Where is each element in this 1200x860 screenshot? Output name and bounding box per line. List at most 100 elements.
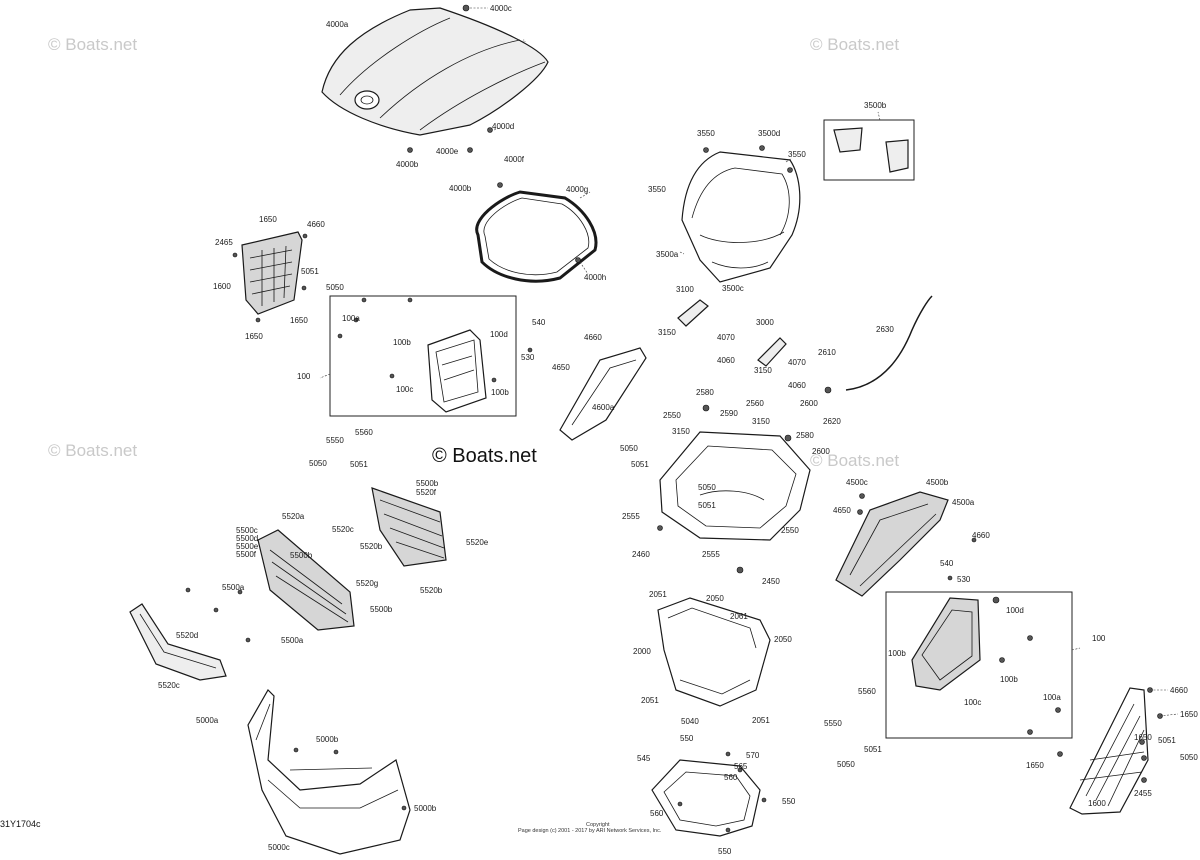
part-bracket-frame-left <box>427 329 487 413</box>
part-label: 100b <box>1000 675 1018 684</box>
part-label: 2000 <box>633 647 651 656</box>
part-label: 5050 <box>698 483 716 492</box>
part-label: 100a <box>342 314 360 323</box>
part-label: 5550 <box>326 436 344 445</box>
part-label: 2465 <box>215 238 233 247</box>
part-label: 100b <box>888 649 906 658</box>
part-label: 5051 <box>1158 736 1176 745</box>
part-label: 5050 <box>309 459 327 468</box>
part-label: 5520b <box>420 586 443 595</box>
part-label: 100d <box>1006 606 1024 615</box>
part-label: 5520e <box>466 538 489 547</box>
part-label: 5040 <box>681 717 699 726</box>
part-label: 4660 <box>972 531 990 540</box>
part-label: 2580 <box>796 431 814 440</box>
part-label: 2550 <box>663 411 681 420</box>
part-label: 2051 <box>641 696 659 705</box>
part-label: 1650 <box>290 316 308 325</box>
part-label: 4000f <box>504 155 525 164</box>
part-label: 1600 <box>213 282 231 291</box>
part-label: 5050 <box>1180 753 1198 762</box>
part-label: 4000e <box>436 147 459 156</box>
part-label: 3150 <box>672 427 690 436</box>
leader-lines <box>319 7 1179 717</box>
part-label: 2555 <box>702 550 720 559</box>
part-label: 3150 <box>754 366 772 375</box>
part-body-frame <box>659 431 811 541</box>
part-trim-5520c <box>129 603 227 681</box>
part-label: 5520g <box>356 579 378 588</box>
part-front-fascia <box>247 689 411 855</box>
part-label: 1600 <box>1088 799 1106 808</box>
part-label: 4000b <box>396 160 419 169</box>
part-label: 5050 <box>620 444 638 453</box>
part-label: 550 <box>718 847 732 856</box>
part-label: 5050 <box>837 760 855 769</box>
part-label: 100a <box>1043 693 1061 702</box>
part-clip-3500b <box>833 127 909 173</box>
part-label: 2555 <box>622 512 640 521</box>
part-label: 5000b <box>316 735 339 744</box>
part-label: 3150 <box>752 417 770 426</box>
part-side-panel-right <box>835 491 949 597</box>
hardware-fasteners <box>185 4 1163 833</box>
part-label: 4000g <box>566 185 588 194</box>
part-label: 1650 <box>1180 710 1198 719</box>
part-lower-tray <box>651 759 761 837</box>
part-label: 3550 <box>697 129 715 138</box>
part-label: 4660 <box>584 333 602 342</box>
part-label: 2600 <box>812 447 830 456</box>
part-label: 4000b <box>449 184 472 193</box>
part-labels: 4000c 4000a 4000d 4000e 4000f 4000b 4000… <box>158 4 1198 856</box>
part-label: 4000h <box>584 273 606 282</box>
part-label: 4070 <box>788 358 806 367</box>
part-label: 2460 <box>632 550 650 559</box>
part-label: 5051 <box>301 267 319 276</box>
part-label: 5520a <box>282 512 305 521</box>
part-label: 5500b <box>370 605 393 614</box>
part-label: 100c <box>396 385 413 394</box>
part-label: 4500a <box>952 498 975 507</box>
watermark: © Boats.net <box>810 451 899 470</box>
part-bracket-3100 <box>677 299 709 327</box>
part-seat-cover <box>321 7 549 136</box>
part-label: 4000a <box>326 20 349 29</box>
part-bracket-3000 <box>757 337 787 367</box>
part-label: 3550 <box>648 185 666 194</box>
part-label: 5050 <box>326 283 344 292</box>
part-label: 5520c <box>332 525 354 534</box>
inset-box-3500b <box>823 119 915 181</box>
part-label: 4600a <box>592 403 615 412</box>
copyright-text: Page design (c) 2001 - 2017 by ARI Netwo… <box>518 828 662 834</box>
part-label: 5560 <box>858 687 876 696</box>
part-bracket-frame-right <box>911 597 981 691</box>
part-label: 565 <box>734 762 748 771</box>
part-label: 2050 <box>774 635 792 644</box>
part-label: 4060 <box>788 381 806 390</box>
part-label: 2550 <box>781 526 799 535</box>
main-watermark: © Boats.net <box>432 445 537 467</box>
part-cable-2630 <box>845 295 933 391</box>
part-label: 100b <box>491 388 509 397</box>
part-label: 5500a <box>281 636 304 645</box>
part-label: 5500c <box>236 526 258 535</box>
part-label: 5500e <box>236 542 259 551</box>
part-grille-5520e <box>371 487 447 567</box>
part-label: 1650 <box>259 215 277 224</box>
part-label: 5520c <box>158 681 180 690</box>
part-label: 5520b <box>360 542 383 551</box>
part-label: 4650 <box>552 363 570 372</box>
part-label: 5520d <box>176 631 198 640</box>
part-label: 2455 <box>1134 789 1152 798</box>
part-label: 4660 <box>1170 686 1188 695</box>
part-label: 3500d <box>758 129 780 138</box>
part-label: 2050 <box>706 594 724 603</box>
part-label: 2630 <box>876 325 894 334</box>
assembly-box-left <box>329 295 517 417</box>
part-label: 5000c <box>268 843 290 852</box>
part-label: 5500b <box>416 479 439 488</box>
watermark: © Boats.net <box>810 35 899 54</box>
part-label: 5051 <box>350 460 368 469</box>
watermark: © Boats.net <box>48 35 137 54</box>
part-label: 3500a <box>656 250 679 259</box>
